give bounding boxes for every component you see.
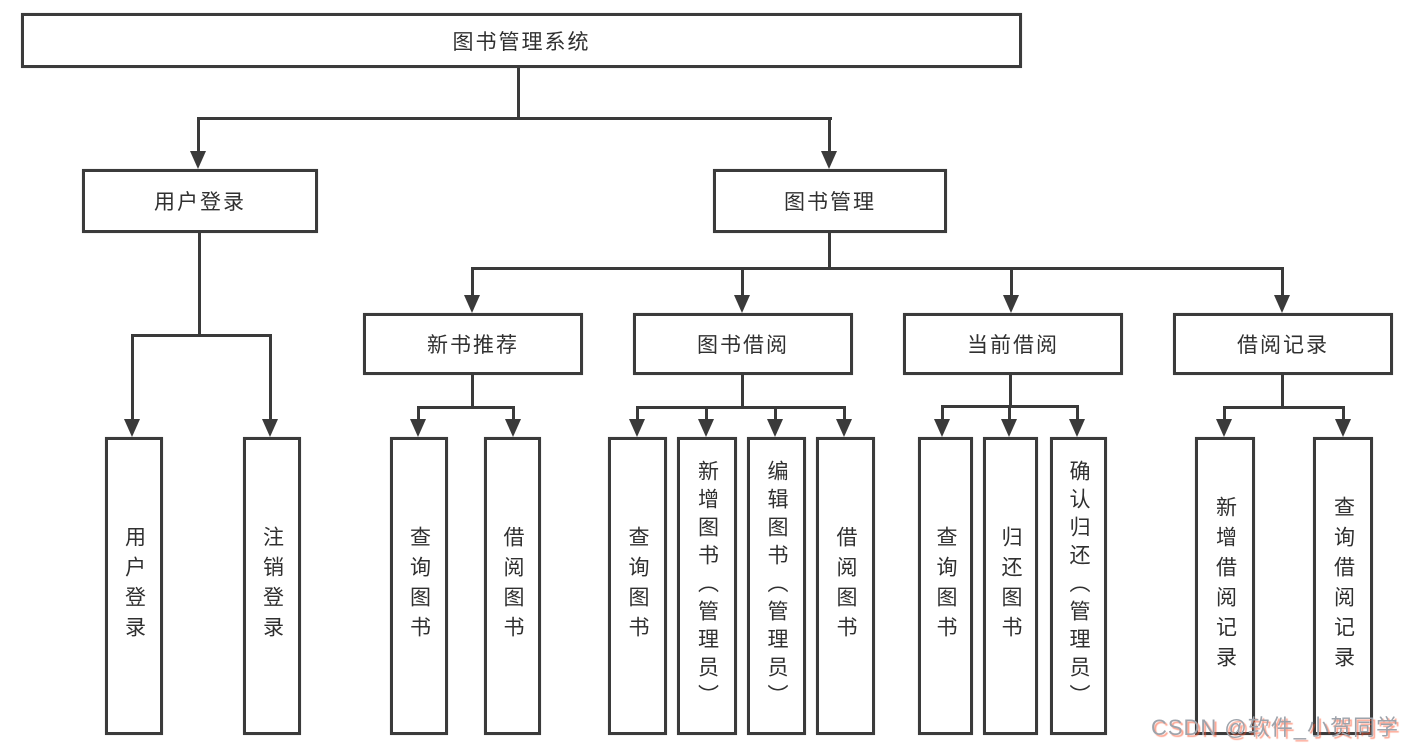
arrowhead-down	[464, 295, 480, 313]
node-label: 查询图书	[407, 526, 431, 646]
node-book-management-module: 图书管理	[713, 169, 947, 233]
leaf-user-logout: 注销登录	[243, 437, 301, 735]
connector-line	[197, 117, 832, 120]
connector-line	[1281, 267, 1284, 297]
node-label: 新书推荐	[427, 334, 519, 357]
node-label: 查询图书	[934, 526, 957, 646]
arrowhead-down	[629, 419, 645, 437]
leaf-borrow-add-book-admin: 新增图书（管理员）	[677, 437, 737, 735]
arrowhead-down	[1216, 419, 1232, 437]
connector-line	[741, 267, 744, 297]
node-book-borrow: 图书借阅	[633, 313, 853, 375]
connector-line	[471, 375, 474, 409]
connector-line	[269, 334, 272, 419]
leaf-current-return-book: 归还图书	[983, 437, 1038, 735]
connector-line	[843, 406, 846, 420]
connector-line	[198, 233, 201, 337]
leaf-borrow-edit-book-admin: 编辑图书（管理员）	[747, 437, 806, 735]
arrowhead-down	[767, 419, 783, 437]
arrowhead-down	[934, 419, 950, 437]
node-user-login-module: 用户登录	[82, 169, 318, 233]
connector-line	[1223, 406, 1345, 409]
node-label: 图书借阅	[697, 334, 789, 357]
arrowhead-down	[821, 151, 837, 169]
connector-line	[774, 406, 777, 420]
leaf-user-login: 用户登录	[105, 437, 163, 735]
node-borrow-record: 借阅记录	[1173, 313, 1393, 375]
arrowhead-down	[1069, 419, 1085, 437]
node-label: 确认归还（管理员）	[1067, 460, 1090, 712]
arrowhead-down	[505, 419, 521, 437]
arrowhead-down	[1003, 295, 1019, 313]
node-label: 归还图书	[999, 526, 1022, 646]
node-label: 用户登录	[122, 526, 146, 646]
node-label: 查询图书	[626, 526, 649, 646]
arrowhead-down	[1001, 419, 1017, 437]
arrowhead-down	[836, 419, 852, 437]
node-label: 新增图书（管理员）	[695, 460, 719, 712]
leaf-record-add-borrow-record: 新增借阅记录	[1195, 437, 1255, 735]
node-label: 借阅图书	[834, 526, 857, 646]
node-label: 注销登录	[260, 526, 284, 646]
arrowhead-down	[262, 419, 278, 437]
connector-line	[636, 406, 846, 409]
connector-line	[1009, 375, 1012, 408]
leaf-record-query-borrow-record: 查询借阅记录	[1313, 437, 1373, 735]
leaf-recommend-borrow-book: 借阅图书	[484, 437, 541, 735]
connector-line	[1223, 406, 1226, 420]
connector-line	[1281, 375, 1284, 409]
connector-line	[1342, 406, 1345, 420]
node-label: 借阅图书	[501, 526, 524, 646]
connector-line	[131, 334, 134, 419]
node-label: 借阅记录	[1237, 334, 1329, 357]
leaf-borrow-borrow-book: 借阅图书	[816, 437, 875, 735]
leaf-current-query-book: 查询图书	[918, 437, 973, 735]
node-label: 查询借阅记录	[1331, 496, 1355, 676]
node-current-borrow: 当前借阅	[903, 313, 1123, 375]
node-label: 用户登录	[154, 191, 246, 214]
connector-line	[828, 117, 831, 153]
connector-line	[1008, 405, 1011, 420]
connector-line	[741, 375, 744, 409]
leaf-current-confirm-return-admin: 确认归还（管理员）	[1050, 437, 1107, 735]
node-label: 图书管理	[784, 191, 876, 214]
connector-line	[197, 117, 200, 153]
arrowhead-down	[190, 151, 206, 169]
arrowhead-down	[1274, 295, 1290, 313]
connector-line	[512, 406, 515, 420]
node-label: 图书管理系统	[452, 30, 591, 54]
arrowhead-down	[734, 295, 750, 313]
connector-line	[417, 406, 515, 409]
connector-line	[471, 267, 474, 297]
connector-line	[471, 267, 1284, 270]
node-new-book-recommend: 新书推荐	[363, 313, 583, 375]
csdn-watermark: CSDN @软件_小贺同学	[1150, 715, 1399, 740]
connector-line	[636, 406, 639, 420]
connector-line	[131, 334, 272, 337]
arrowhead-down	[410, 419, 426, 437]
leaf-borrow-query-book: 查询图书	[608, 437, 667, 735]
node-label: 编辑图书（管理员）	[765, 460, 788, 712]
connector-line	[417, 406, 420, 420]
arrowhead-down	[124, 419, 140, 437]
connector-line	[705, 406, 708, 420]
connector-line	[1010, 267, 1013, 297]
arrowhead-down	[1335, 419, 1351, 437]
arrowhead-down	[698, 419, 714, 437]
node-label: 新增借阅记录	[1213, 496, 1237, 676]
node-label: 当前借阅	[967, 334, 1059, 357]
connector-line	[828, 233, 831, 270]
connector-line	[1076, 405, 1079, 420]
connector-line	[941, 405, 944, 420]
leaf-recommend-query-book: 查询图书	[390, 437, 448, 735]
node-root: 图书管理系统	[21, 13, 1022, 68]
connector-line	[517, 68, 520, 119]
